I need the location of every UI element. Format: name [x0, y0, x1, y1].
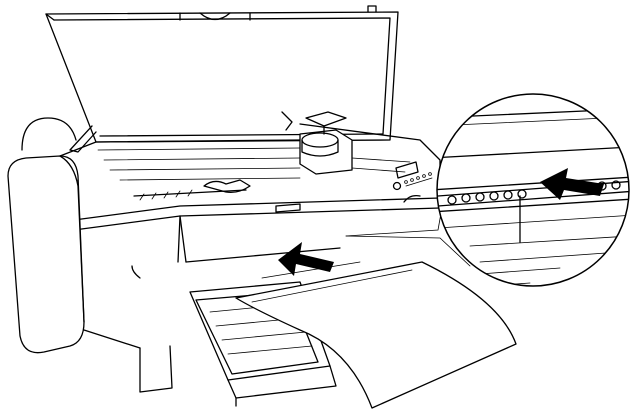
- detail-magnifier: [436, 93, 630, 287]
- open-top-cover: [45, 5, 399, 153]
- paper-sheet: [235, 261, 517, 409]
- arrow-icon: [540, 168, 604, 200]
- arrow-icon: [278, 242, 334, 276]
- printer-body: [7, 111, 441, 393]
